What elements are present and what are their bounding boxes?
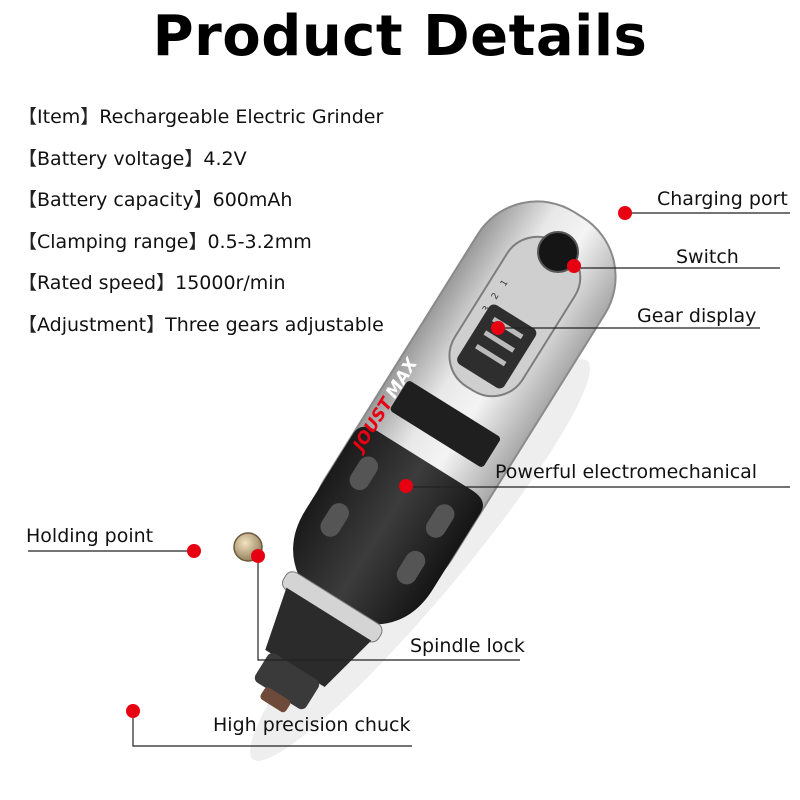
grip-slot [396,550,426,585]
callout-dot [567,259,581,273]
bracket-open: 【 [18,147,38,170]
spec-key: Adjustment [37,313,147,336]
grip-slot [425,504,455,538]
bracket-open: 【 [18,106,38,128]
page-title: Product Details [152,4,648,69]
label-chuck: High precision chuck [213,714,411,736]
grip-slot [320,503,349,537]
spec-item: 【Rated speed】15000r/min [18,268,384,310]
label-switch: Switch [676,246,739,268]
spec-item: 【Battery voltage】4.2V [18,144,384,186]
power-button [537,231,579,273]
callout-dot [491,321,505,335]
spec-item: 【Adjustment】Three gears adjustable [18,310,384,352]
gear-panel [457,304,537,389]
bracket-open: 【 [18,189,38,211]
chuck-tip [260,687,291,713]
label-gear-display: Gear display [637,305,757,327]
bracket-close: 】 [184,147,204,170]
spec-key: Battery voltage [37,147,185,170]
tool-body [254,200,617,713]
gear-bar [483,330,515,353]
grip [293,426,483,625]
spec-key: Rated speed [37,272,157,294]
bracket-open: 【 [18,230,38,253]
chuck [265,587,372,687]
callout-dot [618,206,632,220]
spec-key: Battery capacity [37,189,194,211]
callout-dot [251,549,265,563]
gear-bar [475,343,507,367]
label-holding-point: Holding point [26,525,154,547]
spec-value: Rechargeable Electric Grinder [99,106,384,128]
spec-item: 【Battery capacity】600mAh [18,185,384,227]
bracket-open: 【 [18,272,38,294]
bracket-close: 】 [188,230,208,253]
gear-mark: 1 [499,278,511,288]
spec-value: Three gears adjustable [165,313,384,336]
spec-item: 【Item】Rechargeable Electric Grinder [18,102,384,144]
callout-dot [187,544,201,558]
bracket-close: 】 [146,313,166,336]
bracket-close: 】 [80,106,100,128]
brand-plate [390,381,501,467]
chuck-nut [254,653,320,710]
callout-dot [399,479,413,493]
spec-list: 【Item】Rechargeable Electric Grinder 【Bat… [18,102,384,351]
spec-value: 4.2V [203,147,247,170]
bracket-close: 】 [156,272,176,294]
label-spindle-lock: Spindle lock [410,635,525,657]
callout-line-spindle-lock [257,556,520,661]
spec-key: Clamping range [37,230,189,253]
gear-mark: 2 [490,291,502,301]
spec-key: Item [37,106,81,128]
bracket-open: 【 [18,313,38,336]
bracket-close: 】 [193,189,213,211]
spec-value: 600mAh [212,189,293,211]
gear-mark: 3 [481,304,493,314]
grip-slot [349,456,379,491]
callout-line-chuck [132,712,412,747]
callout-dot [126,704,140,718]
spec-value: 15000r/min [175,272,286,294]
spec-item: 【Clamping range】0.5-3.2mm [18,227,384,269]
label-motor: Powerful electromechanical [495,461,758,483]
label-charging-port: Charging port [657,188,788,210]
spec-value: 0.5-3.2mm [207,230,312,253]
